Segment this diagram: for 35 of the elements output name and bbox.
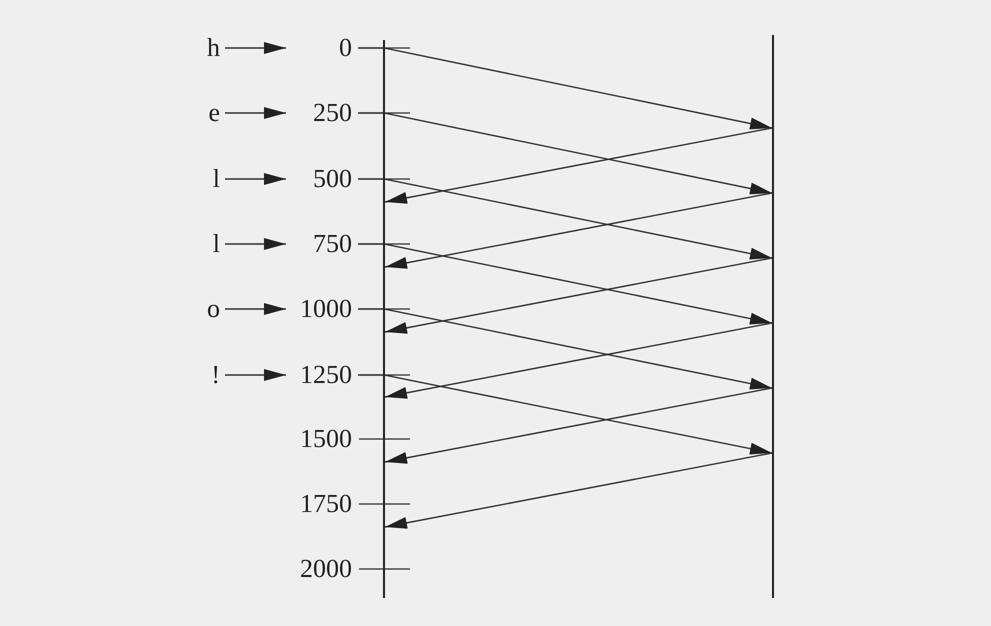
arrow [358,243,772,324]
arrow [358,308,772,390]
arrow [358,47,772,130]
arrow [225,303,286,315]
time-label: 1250 [300,360,352,390]
arrow [384,257,772,334]
time-label: 250 [313,98,352,128]
arrow [358,374,772,455]
arrow [225,238,286,250]
time-label: 2000 [300,554,352,584]
time-label: 1750 [300,489,352,519]
character-label: e [208,98,220,128]
time-label: 1000 [300,294,352,324]
time-label: 1500 [300,424,352,454]
time-label: 750 [313,229,352,259]
timeline-bar [383,40,385,598]
time-label: 0 [339,33,352,63]
arrow [358,178,772,260]
time-label: 500 [313,164,352,194]
arrow [225,107,286,119]
arrow [225,173,286,185]
character-label: o [207,294,220,324]
arrow [358,112,772,194]
arrow [225,42,286,54]
character-label: h [207,33,220,63]
arrow [384,192,772,269]
arrow [384,322,772,399]
character-label: l [212,229,220,259]
character-label: ! [211,360,220,390]
arrow [384,127,772,204]
arrow [384,452,772,529]
arrow [384,387,772,464]
character-label: l [212,164,220,194]
arrow [225,369,286,381]
timeline-bar [772,35,774,598]
